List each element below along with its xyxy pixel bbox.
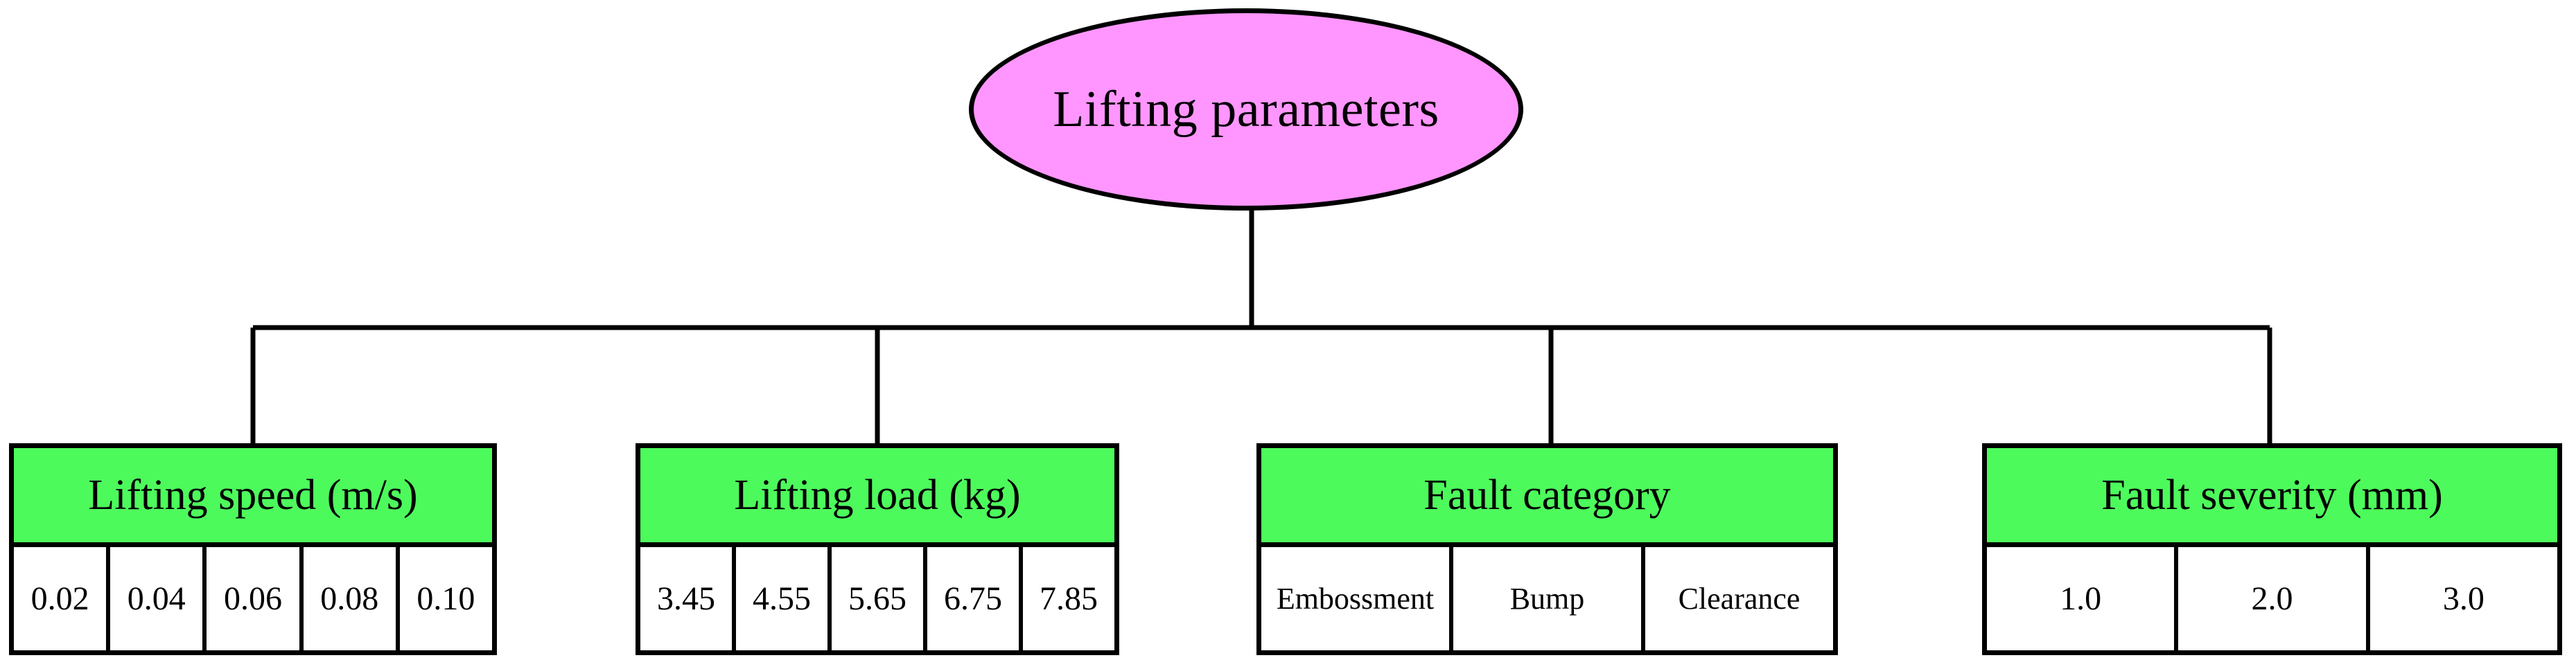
param-group-fault-severity: Fault severity (mm) 1.0 2.0 3.0 — [1982, 443, 2562, 655]
param-value-row: 3.45 4.55 5.65 6.75 7.85 — [640, 547, 1114, 650]
param-value-label: 3.0 — [2442, 580, 2485, 617]
param-value-label: 0.02 — [30, 580, 89, 617]
param-value-cell: 0.10 — [400, 547, 492, 650]
param-value-label: 1.0 — [2060, 580, 2102, 617]
param-value-cell: 0.08 — [304, 547, 400, 650]
param-value-cell: 5.65 — [832, 547, 927, 650]
param-value-cell: Bump — [1453, 547, 1645, 650]
param-group-header: Fault category — [1261, 448, 1833, 547]
param-value-row: 1.0 2.0 3.0 — [1987, 547, 2557, 650]
param-value-label: Clearance — [1678, 581, 1800, 616]
param-value-cell: 4.55 — [736, 547, 832, 650]
param-value-cell: 3.0 — [2370, 547, 2557, 650]
param-value-label: 0.08 — [320, 580, 379, 617]
param-group-fault-category: Fault category Embossment Bump Clearance — [1256, 443, 1838, 655]
param-value-label: 4.55 — [753, 580, 811, 617]
param-value-cell: Embossment — [1261, 547, 1453, 650]
param-value-label: 2.0 — [2251, 580, 2293, 617]
param-value-label: Embossment — [1276, 581, 1435, 616]
param-value-cell: 0.04 — [110, 547, 207, 650]
param-value-cell: 0.02 — [14, 547, 111, 650]
param-group-lifting-speed: Lifting speed (m/s) 0.02 0.04 0.06 0.08 … — [9, 443, 497, 655]
param-value-label: 6.75 — [944, 580, 1002, 617]
param-value-row: Embossment Bump Clearance — [1261, 547, 1833, 650]
param-value-label: 0.06 — [224, 580, 282, 617]
param-value-row: 0.02 0.04 0.06 0.08 0.10 — [14, 547, 492, 650]
param-group-header-label: Fault severity (mm) — [2101, 472, 2443, 519]
param-value-label: 5.65 — [848, 580, 906, 617]
param-value-label: 0.10 — [417, 580, 475, 617]
param-value-cell: 6.75 — [927, 547, 1023, 650]
param-value-label: 0.04 — [127, 580, 186, 617]
param-group-header-label: Lifting speed (m/s) — [88, 472, 418, 519]
param-group-header-label: Fault category — [1423, 472, 1671, 519]
param-group-header-label: Lifting load (kg) — [734, 472, 1021, 519]
param-value-cell: 1.0 — [1987, 547, 2179, 650]
param-group-header: Lifting speed (m/s) — [14, 448, 492, 547]
param-value-cell: 0.06 — [207, 547, 304, 650]
param-value-cell: 7.85 — [1023, 547, 1114, 650]
param-group-header: Lifting load (kg) — [640, 448, 1114, 547]
param-group-header: Fault severity (mm) — [1987, 448, 2557, 547]
param-value-cell: 3.45 — [640, 547, 736, 650]
root-node-lifting-parameters: Lifting parameters — [969, 8, 1523, 211]
param-value-label: 3.45 — [657, 580, 715, 617]
root-node-label: Lifting parameters — [1053, 81, 1439, 138]
param-value-label: 7.85 — [1040, 580, 1098, 617]
param-group-lifting-load: Lifting load (kg) 3.45 4.55 5.65 6.75 7.… — [636, 443, 1119, 655]
param-value-label: Bump — [1509, 581, 1585, 616]
param-value-cell: 2.0 — [2178, 547, 2370, 650]
param-value-cell: Clearance — [1645, 547, 1833, 650]
